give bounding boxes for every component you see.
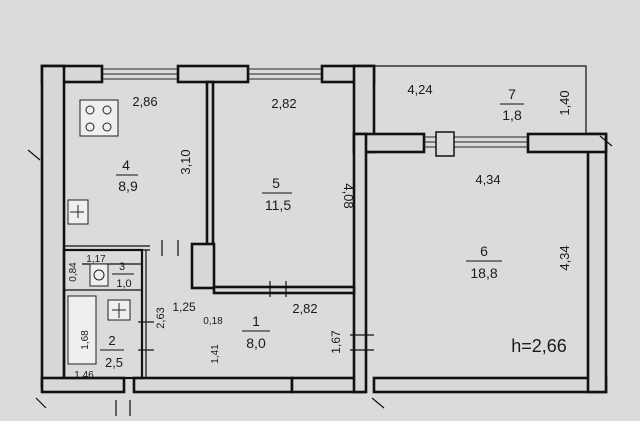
- room-labels: 4 8,9 5 11,5 6 18,8 7 1,8 3 1,0 2 2,5 1 …: [100, 86, 524, 370]
- wall-left: [40, 64, 66, 388]
- dim-1-40: 1,40: [557, 90, 572, 115]
- room-6-area: 18,8: [470, 265, 497, 281]
- dim-1-17: 1,17: [86, 254, 106, 265]
- wall-top-mid: [176, 64, 250, 84]
- dim-4-34-vertical: 4,34: [557, 245, 572, 270]
- dim-4-34-horizontal: 4,34: [475, 172, 500, 187]
- dim-1-25: 1,25: [172, 300, 196, 314]
- stove-icon: [79, 99, 119, 137]
- room-1-number: 1: [252, 313, 260, 329]
- room-5-area: 11,5: [265, 197, 291, 213]
- door-markers: [27, 135, 613, 416]
- dim-4-08: 4,08: [341, 183, 356, 208]
- room-3-area: 1,0: [116, 278, 131, 290]
- wall-bottom-right: [372, 376, 608, 394]
- interior-walls: [62, 80, 356, 380]
- dim-4-24: 4,24: [407, 82, 432, 97]
- dim-2-86: 2,86: [132, 94, 157, 109]
- dim-1-46: 1,46: [74, 370, 94, 381]
- room-2-number: 2: [108, 333, 115, 348]
- pillar: [190, 242, 216, 290]
- room-6-number: 6: [480, 243, 488, 259]
- dim-1-67: 1,67: [329, 330, 343, 354]
- dim-2-82-top: 2,82: [271, 96, 296, 111]
- wall-5-1: [212, 285, 356, 295]
- dim-2-82-middle: 2,82: [292, 301, 317, 316]
- dim-1-41: 1,41: [210, 344, 221, 364]
- room-4-area: 8,9: [118, 178, 138, 194]
- wall-col-5-6: [352, 132, 368, 394]
- room-4-number: 4: [122, 157, 130, 173]
- dim-3-10: 3,10: [178, 149, 193, 174]
- balcony-door: [435, 131, 455, 157]
- dim-0-18: 0,18: [203, 316, 223, 327]
- wall-right: [586, 132, 608, 394]
- room-3-number: 3: [119, 261, 125, 273]
- wall-4-5: [205, 80, 215, 248]
- wall-bottom-mid: [132, 376, 294, 394]
- room-7-area: 1,8: [502, 107, 522, 123]
- room-2-area: 2,5: [105, 355, 123, 370]
- room-7-number: 7: [508, 86, 516, 102]
- wall-right-top: [526, 132, 608, 154]
- room-1-area: 8,0: [246, 335, 266, 351]
- dim-0-84: 0,84: [68, 262, 79, 282]
- balcony-outline: [374, 65, 587, 134]
- bathtub-icon: [67, 295, 97, 365]
- dim-1-68: 1,68: [80, 330, 91, 350]
- room-5-number: 5: [272, 175, 280, 191]
- ceiling-height-label: h=2,66: [511, 336, 567, 356]
- dim-2-63: 2,63: [155, 307, 167, 328]
- windows: [102, 68, 528, 157]
- fixtures: [67, 99, 131, 365]
- exterior-walls: [40, 64, 608, 394]
- toilet-icon: [89, 263, 109, 287]
- dimension-labels: 2,86 2,82 4,24 1,40 3,10 4,08 4,34 4,34 …: [68, 82, 572, 381]
